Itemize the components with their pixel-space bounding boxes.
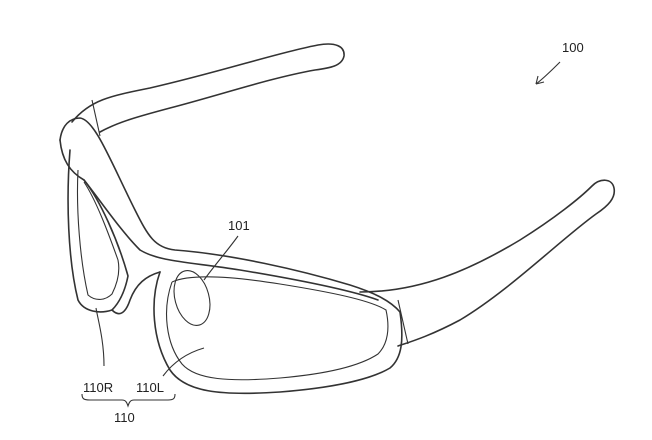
left-lens-outer — [153, 271, 403, 395]
far-hinge — [91, 99, 101, 137]
label-110R: 110R — [83, 380, 114, 395]
leader-110L — [162, 347, 205, 377]
leader-110R — [95, 307, 105, 367]
nose-bridge — [111, 271, 161, 315]
label-101: 101 — [228, 218, 250, 233]
leader-100-arrow — [535, 75, 545, 85]
near-hinge — [397, 299, 409, 345]
near-temple-arm — [359, 179, 616, 347]
left-lens-inner — [166, 276, 389, 381]
far-temple-arm — [71, 43, 345, 133]
front-frame-brow — [59, 139, 379, 301]
leader-101 — [203, 235, 239, 281]
brace-110 — [81, 393, 176, 408]
sensor-101 — [173, 270, 211, 326]
front-frame-top — [59, 117, 401, 313]
leader-100 — [535, 61, 561, 85]
label-110L: 110L — [136, 380, 164, 395]
label-110: 110 — [114, 410, 135, 425]
label-100: 100 — [562, 40, 584, 55]
right-lens-inner — [76, 169, 120, 300]
